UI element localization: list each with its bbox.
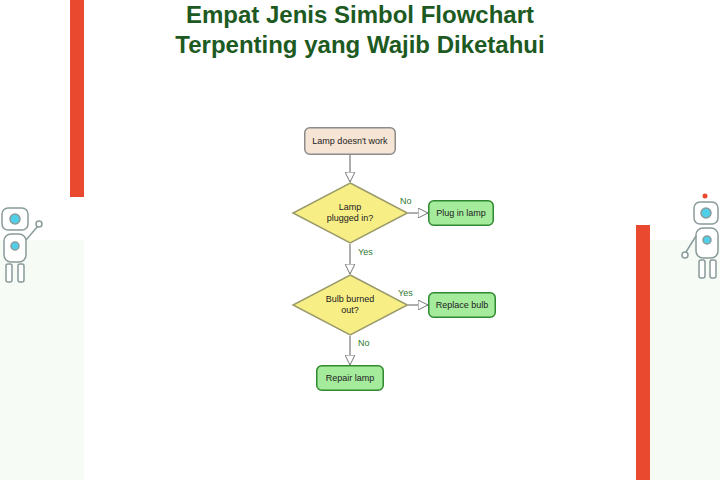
process-box: Plug in lamp: [428, 200, 494, 226]
node-text: Repair lamp: [326, 373, 375, 384]
node-text: Plug in lamp: [436, 208, 486, 219]
decision-diamond: Lamp plugged in?: [292, 182, 408, 244]
red-bar: [636, 225, 650, 480]
text-group: Repair lamp: [326, 373, 375, 384]
edge-label: No: [357, 338, 371, 349]
connector-arrow: [408, 304, 428, 305]
decision-diamond: Bulb burned out?: [292, 274, 408, 336]
connector-arrow: [408, 212, 428, 213]
robot-left: [2, 208, 42, 282]
start-box: Lamp doesn't work: [304, 127, 396, 155]
text-group: Bulb burned out?: [322, 294, 378, 316]
text-group: Lamp doesn't work: [312, 136, 387, 147]
node-text: Lamp plugged in?: [322, 202, 378, 224]
robot-right: [682, 194, 718, 279]
title: Empat Jenis Simbol Flowchart Terpenting …: [125, 0, 595, 60]
process-box: Replace bulb: [428, 292, 496, 318]
connector-arrow: [349, 336, 350, 365]
edge-label: No: [399, 196, 413, 207]
node-text: Replace bulb: [436, 300, 489, 311]
edge-label: Yes: [397, 288, 414, 299]
process-box: Repair lamp: [316, 365, 384, 391]
text-group: Plug in lamp: [436, 208, 486, 219]
node-text: Bulb burned out?: [322, 294, 378, 316]
pale-panel: [0, 240, 84, 480]
pale-panel: [650, 240, 720, 480]
node-text: Lamp doesn't work: [312, 136, 387, 147]
text-group: Lamp plugged in?: [322, 202, 378, 224]
connector-arrow: [349, 155, 350, 182]
connector-arrow: [349, 244, 350, 274]
text-group: Replace bulb: [436, 300, 489, 311]
red-bar: [70, 0, 84, 197]
edge-label: Yes: [357, 247, 374, 258]
